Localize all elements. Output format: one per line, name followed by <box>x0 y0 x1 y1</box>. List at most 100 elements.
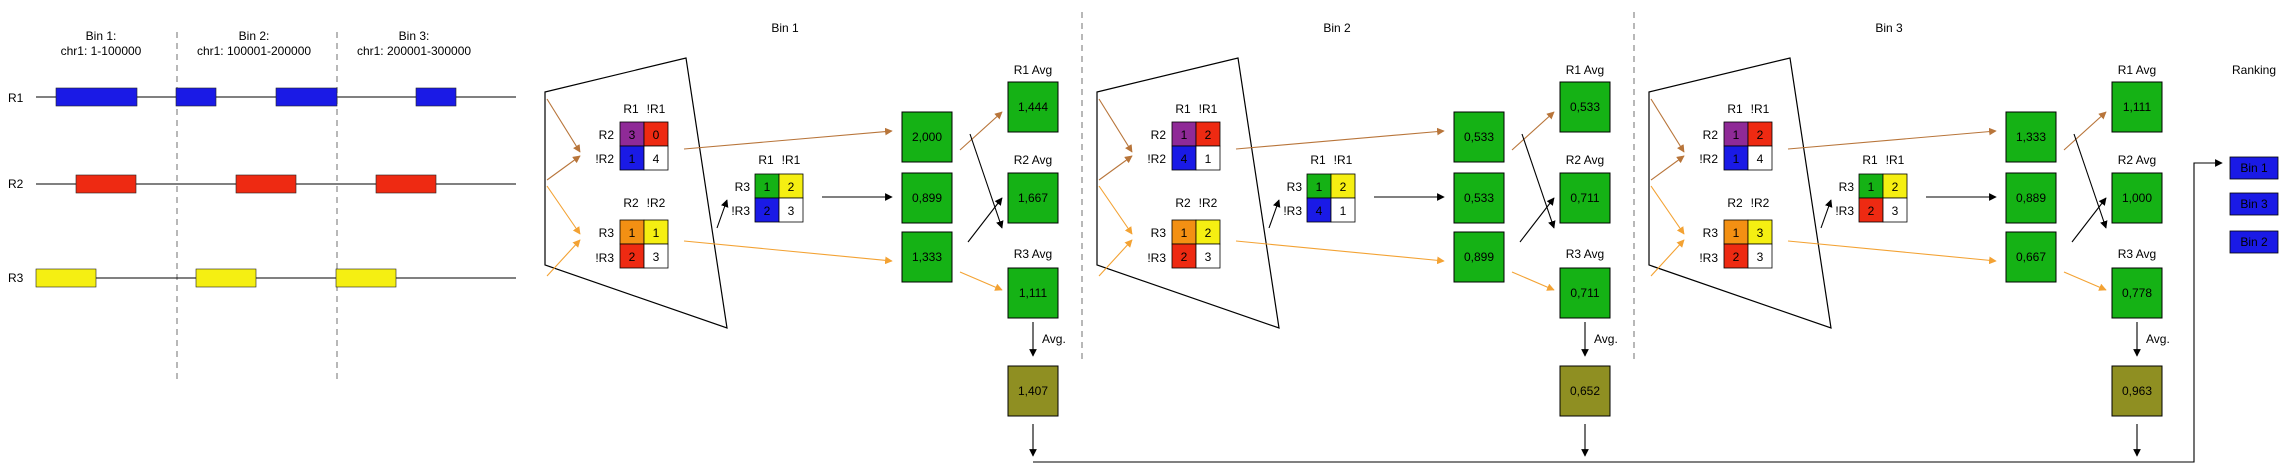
arrow-m1-to-score-1 <box>683 127 893 150</box>
contingency-matrix-1: R1 !R1 R2 !R2 3 0 1 4 <box>595 102 669 171</box>
matrix-3-value: 2 <box>1340 180 1347 194</box>
score-box <box>901 172 953 224</box>
matrix-2-row-a: R3 <box>1151 226 1167 240</box>
matrix-1-row-a: R2 <box>1151 128 1167 142</box>
matrix-2-value: 3 <box>1757 226 1764 240</box>
bin-panel-1: Bin 1 R1 !R1 R2 !R2 3 0 1 4 R2 !R2 R3 <box>544 21 1066 457</box>
matrix-3-row-b: !R3 <box>731 204 750 218</box>
arrow-r1-to-m1 <box>1098 98 1133 153</box>
matrix-2-value: 1 <box>1181 226 1188 240</box>
matrix-1-value: 0 <box>653 128 660 142</box>
matrix-2-value: 3 <box>653 250 660 264</box>
arrow-r2-to-m2 <box>1650 185 1685 235</box>
bin-3-header-range: chr1: 200001-300000 <box>357 44 471 58</box>
score-value: 0,667 <box>2016 250 2046 264</box>
matrix-3-cell <box>1306 197 1332 223</box>
matrix-2-cell <box>1723 219 1749 245</box>
matrix-3-cell <box>1882 197 1908 223</box>
matrix-2-value: 2 <box>1733 250 1740 264</box>
score-box <box>901 111 953 163</box>
contingency-matrix-2: R2 !R2 R3 !R3 1 1 2 3 <box>595 196 669 269</box>
r2-region <box>235 174 297 194</box>
panel-title: Bin 3 <box>1875 21 1903 35</box>
genome-tracks: Bin 1: chr1: 1-100000 Bin 2: chr1: 10000… <box>8 29 516 382</box>
bin-final-score-value: 1,407 <box>1018 384 1048 398</box>
r2-region <box>375 174 437 194</box>
r1-region <box>275 87 338 107</box>
ranking-item-label: Bin 2 <box>2240 235 2268 249</box>
track-label-r2: R2 <box>8 177 24 191</box>
avg-operation-label: Avg. <box>1594 332 1618 346</box>
matrix-3-cell <box>1330 197 1356 223</box>
r1-region <box>415 87 457 107</box>
score-box <box>901 231 953 283</box>
matrix-2-cell <box>1171 219 1197 245</box>
matrix-2-value: 1 <box>629 226 636 240</box>
track-label-r1: R1 <box>8 91 24 105</box>
matrix-2-value: 2 <box>1205 226 1212 240</box>
matrix-2-value: 1 <box>653 226 660 240</box>
arrow-m1-to-score-1 <box>1787 127 1997 150</box>
ranking-title: Ranking <box>2232 63 2276 77</box>
avg-value: 1,111 <box>2123 100 2152 114</box>
avg-label-r2: R2 Avg <box>1014 153 1052 167</box>
score-value: 0,533 <box>1464 130 1494 144</box>
arrow-score-to-avg <box>1511 271 1555 291</box>
bin-1-header-name: Bin 1: <box>86 29 117 43</box>
avg-label-r1: R1 Avg <box>1566 63 1604 77</box>
arrow-r2-to-m1 <box>546 155 581 181</box>
avg-label-r3: R3 Avg <box>1566 247 1604 261</box>
avg-operation-label: Avg. <box>1042 332 1066 346</box>
arrow-r2-to-m2 <box>1098 185 1133 235</box>
matrix-3-row-a: R3 <box>1287 180 1303 194</box>
matrix-2-value: 1 <box>1733 226 1740 240</box>
matrix-1-row-b: !R2 <box>1147 152 1166 166</box>
ranking-item-label: Bin 3 <box>2240 197 2268 211</box>
avg-value: 1,667 <box>1018 191 1048 205</box>
arrow-m2-to-score-3 <box>1787 240 1997 265</box>
score-value: 2,000 <box>912 130 942 144</box>
arrow-score-to-avg <box>1519 197 1555 243</box>
matrix-3-cell <box>1858 173 1884 199</box>
avg-box <box>1007 267 1059 319</box>
matrix-3-col-b: !R1 <box>782 153 801 167</box>
arrow-r2-to-m1 <box>1098 155 1133 181</box>
matrix-2-cell <box>643 243 669 269</box>
matrix-1-cell <box>1747 145 1773 171</box>
matrix-1-col-b: !R1 <box>647 102 666 116</box>
matrix-1-cell <box>619 145 645 171</box>
arrow-m2-to-score-3 <box>683 240 893 265</box>
score-box <box>1453 172 1505 224</box>
contingency-matrix-1: R1 !R1 R2 !R2 1 2 1 4 <box>1699 102 1773 171</box>
contingency-matrix-1: R1 !R1 R2 !R2 1 2 4 1 <box>1147 102 1221 171</box>
matrix-2-col-a: R2 <box>1175 196 1191 210</box>
matrix-3-value: 1 <box>1316 180 1323 194</box>
score-box <box>2005 231 2057 283</box>
contingency-matrix-3: R1 !R1 R3 !R3 1 2 2 3 <box>731 153 804 223</box>
matrix-1-value: 1 <box>1181 128 1188 142</box>
contingency-matrix-3: R1 !R1 R3 !R3 1 2 2 3 <box>1835 153 1908 223</box>
avg-box <box>1559 172 1611 224</box>
matrix-1-value: 1 <box>1205 152 1212 166</box>
matrix-1-value: 1 <box>629 152 636 166</box>
contingency-matrix-3: R1 !R1 R3 !R3 1 2 4 1 <box>1283 153 1356 223</box>
matrix-1-value: 1 <box>1733 152 1740 166</box>
matrix-3-value: 1 <box>1868 180 1875 194</box>
score-value: 1,333 <box>912 250 942 264</box>
matrix-2-cell <box>619 219 645 245</box>
avg-value: 0,711 <box>1570 286 1599 300</box>
matrix-3-cell <box>778 173 804 199</box>
matrix-3-cell <box>1306 173 1332 199</box>
matrix-1-col-a: R1 <box>1175 102 1191 116</box>
matrix-3-col-b: !R1 <box>1334 153 1353 167</box>
matrix-3-row-b: !R3 <box>1835 204 1854 218</box>
matrix-2-col-b: !R2 <box>1199 196 1218 210</box>
arrow-funnel-to-m3 <box>1268 199 1281 229</box>
funnel-shape <box>544 57 728 329</box>
bin-panel-3: Bin 3 R1 !R1 R2 !R2 1 2 1 4 R2 !R2 R3 <box>1648 21 2170 457</box>
avg-value: 1,444 <box>1018 100 1048 114</box>
matrix-2-col-a: R2 <box>623 196 639 210</box>
avg-box <box>2111 267 2163 319</box>
matrix-1-cell <box>1747 121 1773 147</box>
matrix-1-value: 4 <box>1757 152 1764 166</box>
